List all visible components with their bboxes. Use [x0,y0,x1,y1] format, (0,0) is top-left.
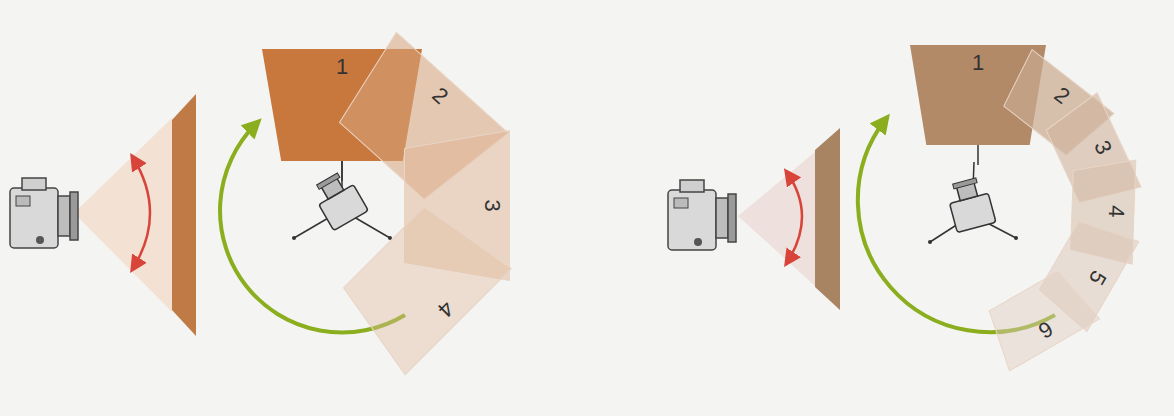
tilt-arrow [786,171,802,264]
centre-line [977,145,979,165]
tilt-arrow [132,156,150,270]
view-cone [738,152,815,286]
view-cone [74,118,172,312]
camera-side [668,180,736,250]
tripod-camera [928,162,1018,244]
frame-fill [978,265,1099,371]
perspective-panel [172,94,196,336]
perspective-panel [815,128,840,310]
centre-line [341,161,343,181]
tripod-camera [292,160,392,240]
frame-fill [331,194,511,374]
camera-side [10,178,78,248]
